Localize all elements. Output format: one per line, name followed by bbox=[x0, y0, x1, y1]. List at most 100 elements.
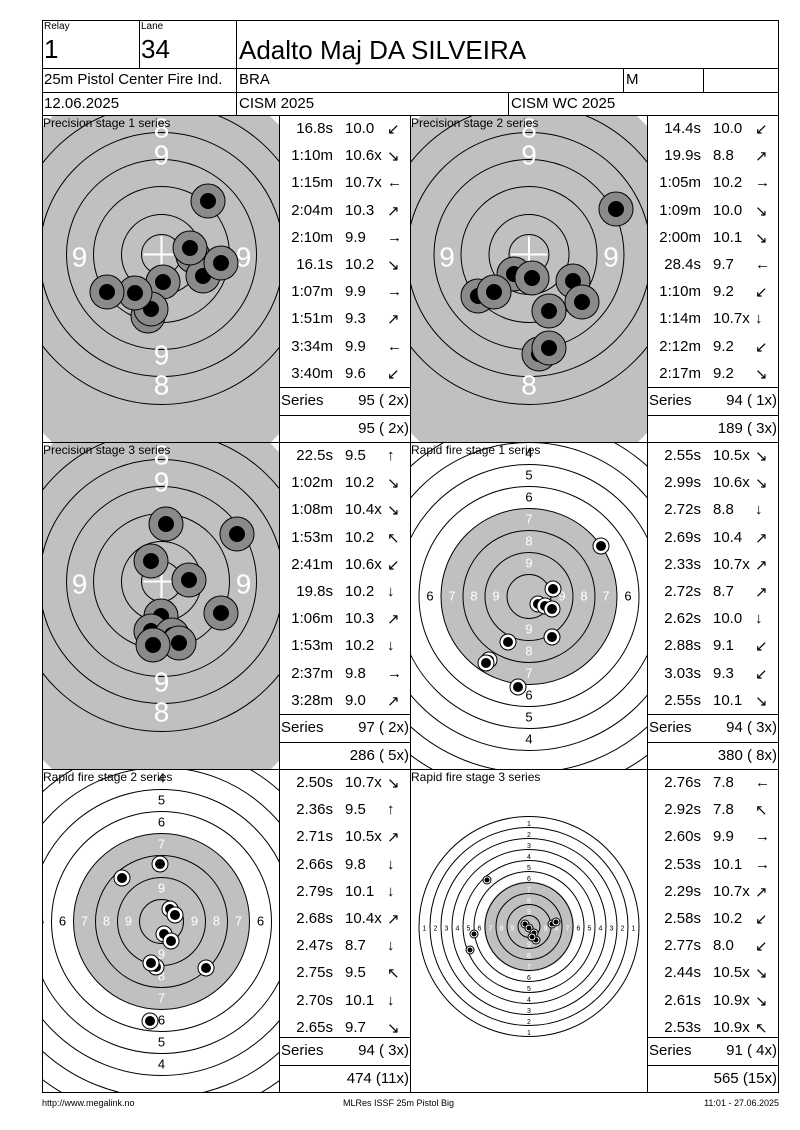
shot-direction-arrow-icon: ↘ bbox=[755, 229, 768, 247]
shot-hit bbox=[531, 330, 567, 366]
ring-number: 8 bbox=[158, 969, 165, 984]
scoring-ring bbox=[411, 464, 647, 729]
shot-score: 10.0 bbox=[713, 120, 743, 137]
shot-direction-arrow-icon: ↓ bbox=[387, 855, 395, 873]
shot-score: 8.8 bbox=[713, 147, 734, 165]
ring-number: 7 bbox=[525, 512, 532, 527]
shot-direction-arrow-icon: ↖ bbox=[755, 802, 768, 820]
ring-number: 9 bbox=[236, 569, 252, 600]
event-name: 25m Pistol Center Fire Ind. bbox=[44, 71, 223, 88]
ring-number: 5 bbox=[527, 865, 531, 872]
divider bbox=[139, 20, 140, 68]
shot-score: 10.7x bbox=[713, 882, 750, 900]
shot-direction-arrow-icon: ↓ bbox=[387, 937, 395, 955]
footer-url: http://www.megalink.no bbox=[42, 1098, 135, 1108]
ring-number: 9 bbox=[154, 140, 170, 171]
gender: M bbox=[626, 71, 639, 88]
shot-time: 2.79s bbox=[296, 882, 333, 900]
ring-number: 8 bbox=[527, 953, 531, 960]
shot-hit bbox=[113, 869, 131, 887]
shot-time: 22.5s bbox=[296, 447, 333, 464]
scoring-ring bbox=[51, 811, 272, 1032]
ring-number: 1 bbox=[423, 926, 427, 933]
ring-number: 6 bbox=[525, 490, 532, 505]
shot-time: 1:10m bbox=[659, 283, 701, 301]
ring-number: 1 bbox=[632, 926, 636, 933]
shot-direction-arrow-icon: ↓ bbox=[387, 991, 395, 1009]
shot-direction-arrow-icon: ↘ bbox=[387, 148, 400, 166]
shot-direction-arrow-icon: ↙ bbox=[755, 665, 768, 683]
shot-time: 1:09m bbox=[659, 201, 701, 219]
running-total: 189 ( 3x) bbox=[717, 420, 777, 437]
shot-direction-arrow-icon: ↘ bbox=[755, 202, 768, 220]
ring-number: 9 bbox=[72, 242, 88, 273]
scoring-ring bbox=[460, 186, 598, 323]
panel-title: Rapid fire stage 2 series bbox=[43, 770, 173, 784]
shot-direction-arrow-icon: ↙ bbox=[755, 638, 768, 656]
shot-hit bbox=[171, 562, 207, 598]
shot-time: 2.58s bbox=[664, 910, 701, 927]
series-total: 94 ( 3x) bbox=[358, 1042, 409, 1059]
shot-time: 2.77s bbox=[664, 937, 701, 955]
shot-hit bbox=[133, 543, 169, 579]
shot-score: 10.9x bbox=[713, 1018, 750, 1036]
divider bbox=[42, 92, 779, 93]
scoring-ring bbox=[418, 816, 640, 1037]
shot-score: 9.7 bbox=[345, 1018, 366, 1036]
scoring-ring bbox=[139, 899, 184, 944]
ring-number: 7 bbox=[158, 837, 165, 852]
shot-direction-arrow-icon: ↘ bbox=[755, 692, 768, 710]
shot-score: 9.1 bbox=[713, 637, 734, 655]
shot-time: 1:07m bbox=[291, 283, 333, 301]
shot-score: 10.0 bbox=[345, 120, 375, 137]
shot-direction-arrow-icon: ↙ bbox=[387, 121, 400, 138]
shot-direction-arrow-icon: → bbox=[755, 855, 770, 873]
shot-score: 9.9 bbox=[713, 828, 734, 846]
ring-number: 6 bbox=[257, 914, 264, 929]
shot-score: 9.0 bbox=[345, 691, 366, 709]
lane-label: Lane bbox=[141, 21, 164, 32]
shot-direction-arrow-icon: ↗ bbox=[387, 829, 400, 847]
ring-number: 3 bbox=[527, 1008, 531, 1015]
divider bbox=[42, 68, 779, 69]
shot-hit bbox=[469, 929, 479, 939]
shot-direction-arrow-icon: ↙ bbox=[755, 911, 768, 928]
shot-hit bbox=[476, 274, 512, 310]
running-total-row: 95 ( 2x) bbox=[279, 415, 411, 442]
shot-direction-arrow-icon: ↖ bbox=[387, 529, 400, 547]
shot-time: 2:37m bbox=[291, 664, 333, 682]
shot-score: 10.4x bbox=[345, 501, 382, 519]
competition-name: CISM 2025 bbox=[239, 95, 315, 112]
ring-number: 8 bbox=[154, 443, 170, 471]
ring-number: 9 bbox=[154, 667, 170, 698]
scoring-ring bbox=[43, 132, 279, 377]
shot-hit bbox=[544, 580, 562, 598]
shot-time: 2.69s bbox=[664, 528, 701, 546]
shot-direction-arrow-icon: ↙ bbox=[755, 284, 768, 302]
shot-direction-arrow-icon: ↑ bbox=[387, 447, 395, 464]
